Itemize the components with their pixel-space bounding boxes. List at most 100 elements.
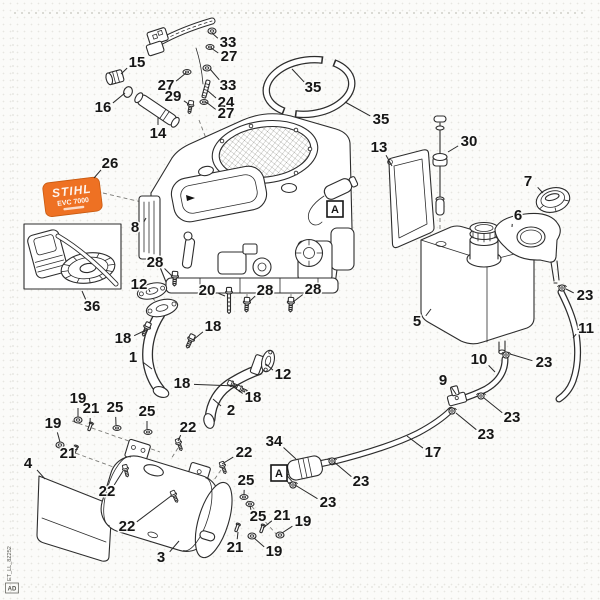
part-number-label: 19 — [70, 390, 87, 407]
part-number-label: 22 — [119, 518, 136, 535]
part-number-label: 29 — [165, 88, 182, 105]
part-number-label: 6 — [514, 207, 522, 224]
washer-27 — [182, 69, 192, 75]
leader-line — [344, 101, 371, 117]
leader-line — [113, 470, 124, 486]
part-number-label: 28 — [305, 281, 322, 298]
leader-line — [56, 432, 61, 443]
leader-line — [425, 308, 432, 317]
part-number-label: 21 — [274, 507, 291, 524]
fuel-hose-10 — [457, 355, 509, 403]
gasket-12-rear — [260, 349, 276, 373]
svg-text:A: A — [275, 468, 283, 480]
part-number-label: 9 — [439, 372, 447, 389]
part-number-label: 16 — [95, 99, 112, 116]
leader-line — [207, 90, 217, 99]
part-number-label: 1 — [129, 349, 137, 366]
leader-line — [193, 383, 237, 387]
part-number-label: 27 — [221, 48, 238, 65]
part-number-label: 10 — [471, 351, 488, 368]
leader-line — [406, 435, 424, 449]
part-number-label: 23 — [536, 354, 553, 371]
leader-line — [249, 505, 252, 510]
part-number-label: 27 — [218, 105, 235, 122]
o-ring-16 — [123, 86, 133, 98]
leader-line — [248, 295, 256, 303]
part-number-label: 21 — [227, 539, 244, 556]
fill-cap — [280, 182, 298, 194]
part-number-label: 14 — [150, 125, 167, 142]
svg-text:A: A — [331, 204, 339, 216]
badge-plate — [42, 176, 103, 217]
part-number-label: 23 — [353, 473, 370, 490]
engine-assembly — [138, 113, 359, 294]
part-number-label: 25 — [238, 472, 255, 489]
page-code-text: ET_LL_8Z252 — [7, 546, 13, 581]
part-number-label: 22 — [99, 483, 116, 500]
oil-fill-cap — [198, 165, 214, 177]
leader-line — [265, 363, 274, 371]
part-number-label: 26 — [102, 155, 119, 172]
leader-line — [292, 294, 304, 303]
wiring-harness — [145, 17, 216, 85]
starter-solenoid — [307, 176, 359, 226]
leader-line — [209, 68, 220, 81]
gasket-12-front — [136, 282, 168, 300]
tube-14 — [134, 92, 180, 128]
part-number-label: 25 — [139, 403, 156, 420]
leader-line — [81, 290, 87, 300]
leader-line — [183, 100, 191, 106]
part-number-label: 21 — [83, 400, 100, 417]
leader-line — [211, 32, 219, 39]
leader-line — [537, 186, 544, 194]
part-number-label: 20 — [199, 282, 216, 299]
leader-line — [572, 333, 577, 339]
leader-line — [169, 540, 180, 553]
leader-line — [177, 434, 182, 442]
detail-marker: A — [326, 200, 344, 218]
fuel-line-17 — [328, 406, 455, 466]
part-number-label: 5 — [413, 313, 421, 330]
bolt-29 — [185, 99, 196, 115]
bolt-28 — [286, 296, 296, 313]
arrow-mark — [186, 195, 195, 201]
washer-25 — [245, 501, 255, 507]
part-number-label: 35 — [305, 79, 322, 96]
part-number-label: 30 — [461, 133, 478, 150]
part-number-label: 34 — [266, 433, 283, 450]
leader-line — [291, 68, 305, 83]
leader-line — [509, 353, 533, 362]
part-number-label: 4 — [24, 455, 33, 472]
bolt-18 — [183, 332, 197, 350]
leader-line — [120, 67, 128, 75]
part-number-label: 19 — [266, 543, 283, 560]
part-number-label: 19 — [295, 513, 312, 530]
part-number-label: 33 — [220, 34, 237, 51]
stihl-badge: STIHL EVC 7000 — [42, 176, 103, 217]
leader-line — [483, 397, 503, 414]
heat-shield-4 — [36, 475, 113, 562]
leader-line — [221, 456, 234, 465]
part-number-label: 2 — [227, 402, 235, 419]
part-number-label: 28 — [257, 282, 274, 299]
tank-cap-7 — [535, 187, 571, 213]
washer-25 — [239, 494, 249, 500]
dipstick-30 — [432, 115, 448, 216]
part-number-label: 17 — [425, 444, 442, 461]
part-number-label: 22 — [180, 419, 197, 436]
leader-line — [143, 362, 153, 370]
leader-line — [488, 365, 496, 373]
part-number-label: 18 — [174, 375, 191, 392]
gasket-13 — [387, 149, 435, 249]
leader-line — [283, 447, 297, 460]
bolt-20 — [225, 286, 233, 315]
clamp-23 — [288, 481, 298, 489]
part-number-label: 12 — [275, 366, 292, 383]
pulley — [294, 238, 324, 268]
leader-line — [333, 461, 352, 478]
leader-line — [455, 412, 477, 431]
leader-line — [192, 331, 204, 341]
leader-line — [210, 47, 219, 54]
washer-25 — [143, 429, 153, 435]
